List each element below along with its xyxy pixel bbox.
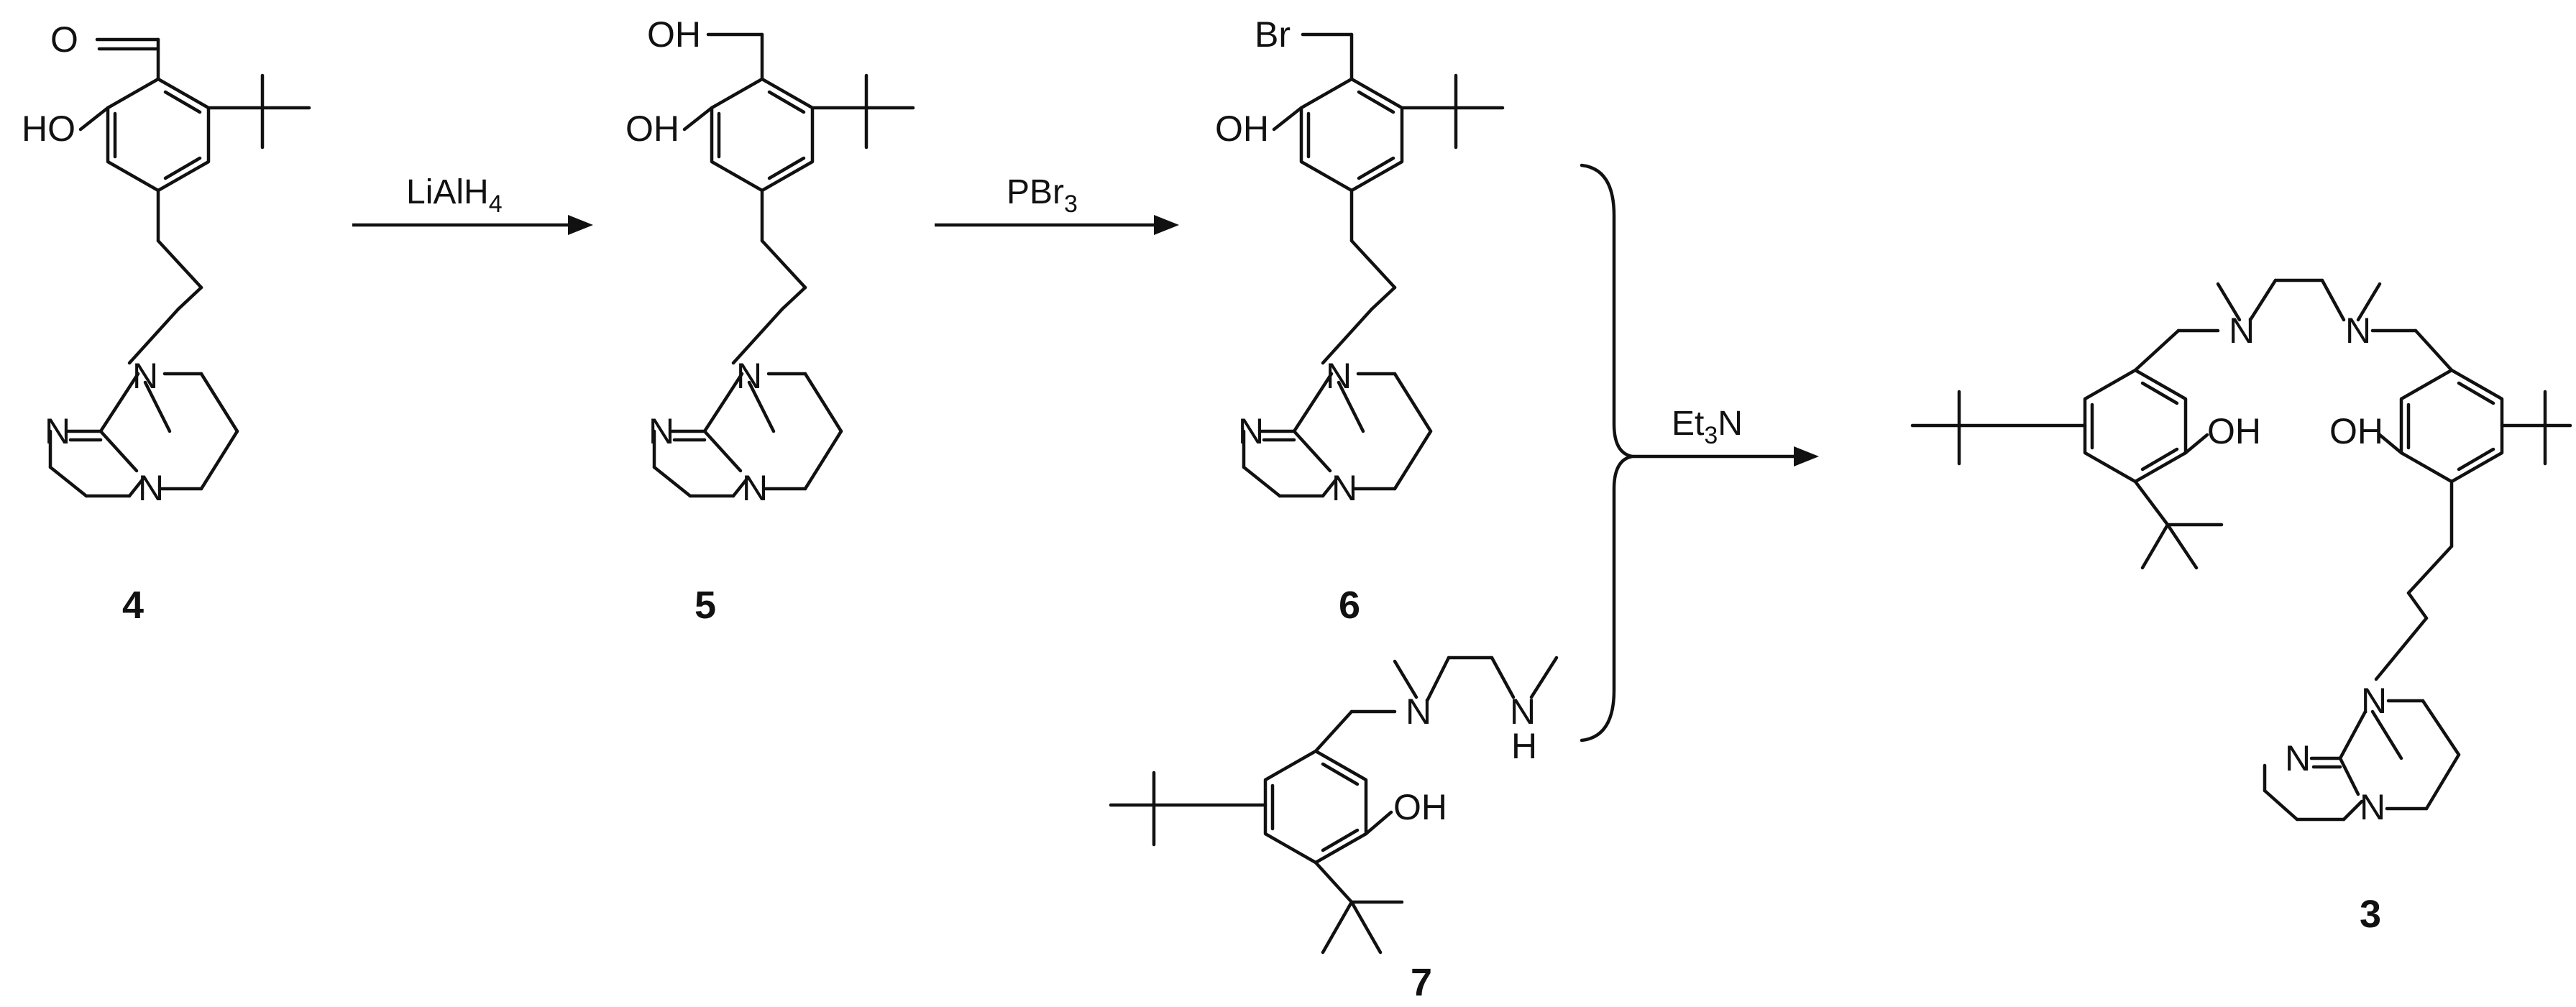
imine-nitrogen-label: N [648,411,674,451]
phenol-label: OH [625,109,679,149]
amine-nitrogen-label: N [132,356,158,396]
reagent-lialh4: LiAlH4 [406,173,503,218]
phenol-label: OH [1215,109,1269,149]
right-phenol-label: OH [2329,411,2383,451]
aldehyde-oxygen-label: O [50,19,78,60]
compound-7: N N H OH 7 [1109,656,1559,1004]
imine-nitrogen-label: N [1238,411,1264,451]
compound-4: O HO N N N 4 [22,19,311,627]
ring-nitrogen-label: N [2360,787,2385,827]
ring-nitrogen-label: N [742,468,768,508]
compound-6: Br OH N N N 6 [1215,14,1505,627]
reaction-arrow-1: LiAlH4 [352,173,593,235]
ring-nitrogen-label: N [1331,468,1357,508]
right-nitrogen-label: N [2345,311,2371,351]
amine-nitrogen-label: N [736,356,762,396]
combination-bracket [1580,163,1634,742]
phenol-label: OH [1393,787,1447,827]
phenol-label: HO [22,109,75,149]
ring-nitrogen-label: N [138,468,164,508]
left-nitrogen-label: N [2229,311,2255,351]
reagent-et3n: Et3N [1672,405,1743,449]
amine-nitrogen-label: N [2361,681,2387,721]
reaction-arrow-3: Et3N [1632,405,1819,466]
compound-6-number: 6 [1339,584,1360,627]
secondary-nitrogen-label: N [1510,691,1536,732]
amine-nitrogen-label: N [1326,356,1352,396]
reagent-pbr3: PBr3 [1007,173,1078,218]
compound-5: OH OH N N N 5 [625,14,915,627]
imine-nitrogen-label: N [45,411,70,451]
alcohol-label: OH [647,14,701,55]
amine-hydrogen-label: H [1511,726,1537,766]
compound-7-number: 7 [1411,961,1432,1004]
tertiary-nitrogen-label: N [1406,691,1431,732]
compound-3-number: 3 [2360,893,2381,936]
reaction-arrow-2: PBr3 [935,173,1179,235]
compound-4-number: 4 [122,584,144,627]
left-phenol-label: OH [2207,411,2261,451]
compound-5-number: 5 [695,584,716,627]
imine-nitrogen-label: N [2285,738,2311,778]
bromine-label: Br [1255,14,1291,55]
compound-3: N N OH OH N N N 3 [1910,278,2572,936]
